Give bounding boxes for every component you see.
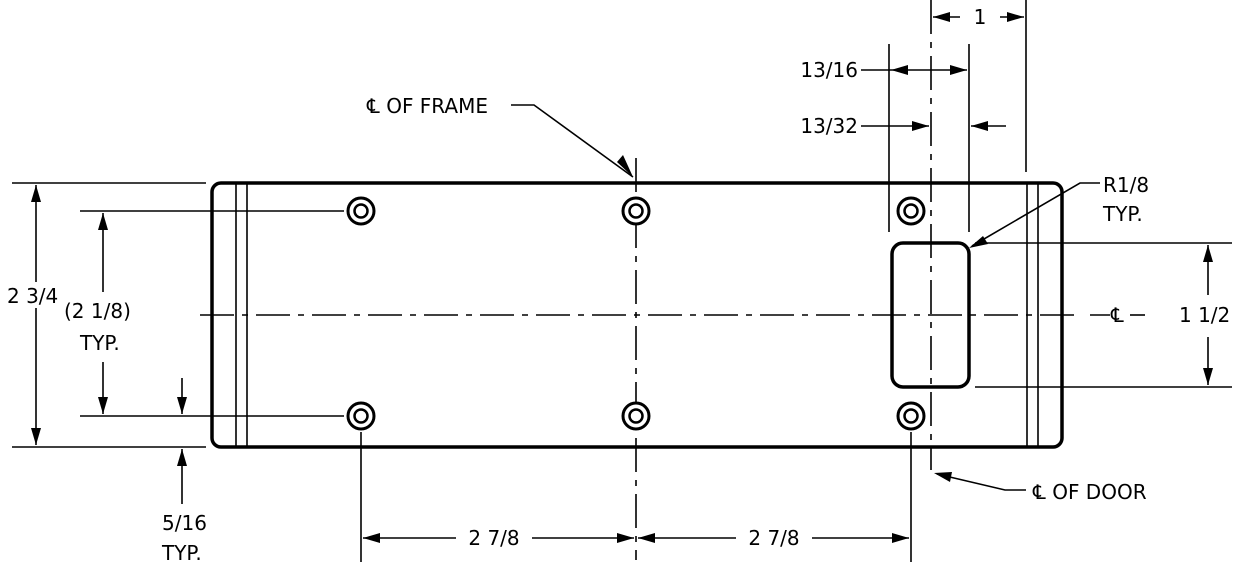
dim-label-1: 1	[974, 5, 987, 29]
arrowhead	[31, 428, 41, 445]
mounting-hole	[346, 401, 376, 431]
mounting-hole	[621, 401, 651, 431]
dim-label-1-1-2: 1 1/2	[1179, 303, 1230, 327]
arrowhead	[177, 449, 187, 466]
arrowhead	[912, 121, 929, 131]
dim-label-13-32: 13/32	[800, 114, 858, 138]
mounting-hole	[346, 196, 376, 226]
arrowhead	[98, 213, 108, 230]
radius-leader	[971, 182, 1100, 247]
cl-frame-label: ℄ OF FRAME	[366, 94, 488, 118]
arrowhead	[98, 397, 108, 414]
arrowhead	[933, 12, 950, 22]
dim-label-2-7-8-right: 2 7/8	[748, 526, 799, 550]
arrowhead	[638, 533, 655, 543]
cl-frame-leader	[511, 104, 634, 178]
dim-label-2-1-8-typ: TYP.	[79, 331, 120, 355]
arrowhead	[617, 533, 634, 543]
cl-door-label: ℄ OF DOOR	[1032, 480, 1147, 504]
arrowhead	[31, 185, 41, 202]
dim-label-5-16-typ: TYP.	[161, 541, 202, 565]
mounting-hole	[896, 196, 926, 226]
centerline-symbol: ℄	[1110, 303, 1124, 327]
arrowhead	[177, 397, 187, 414]
arrowhead	[934, 472, 952, 482]
radius-typ-label: TYP.	[1102, 202, 1143, 226]
arrowhead	[971, 121, 988, 131]
cl-door-leader	[936, 473, 1026, 491]
arrowhead	[892, 533, 909, 543]
arrowhead	[1203, 245, 1213, 262]
mounting-hole	[896, 401, 926, 431]
arrowhead	[617, 155, 633, 177]
arrowhead	[969, 236, 988, 248]
dim-label-13-16: 13/16	[800, 58, 858, 82]
arrowhead	[363, 533, 380, 543]
mounting-hole	[621, 196, 651, 226]
dim-label-5-16: 5/16	[162, 511, 207, 535]
arrowhead	[1007, 12, 1024, 22]
radius-label: R1/8	[1103, 173, 1149, 197]
dim-label-2-3-4: 2 3/4	[7, 284, 58, 308]
arrowhead	[891, 65, 908, 75]
dim-label-2-7-8-left: 2 7/8	[468, 526, 519, 550]
arrowhead	[1203, 368, 1213, 385]
dim-label-2-1-8: (2 1/8)	[64, 299, 131, 323]
arrowhead	[950, 65, 967, 75]
